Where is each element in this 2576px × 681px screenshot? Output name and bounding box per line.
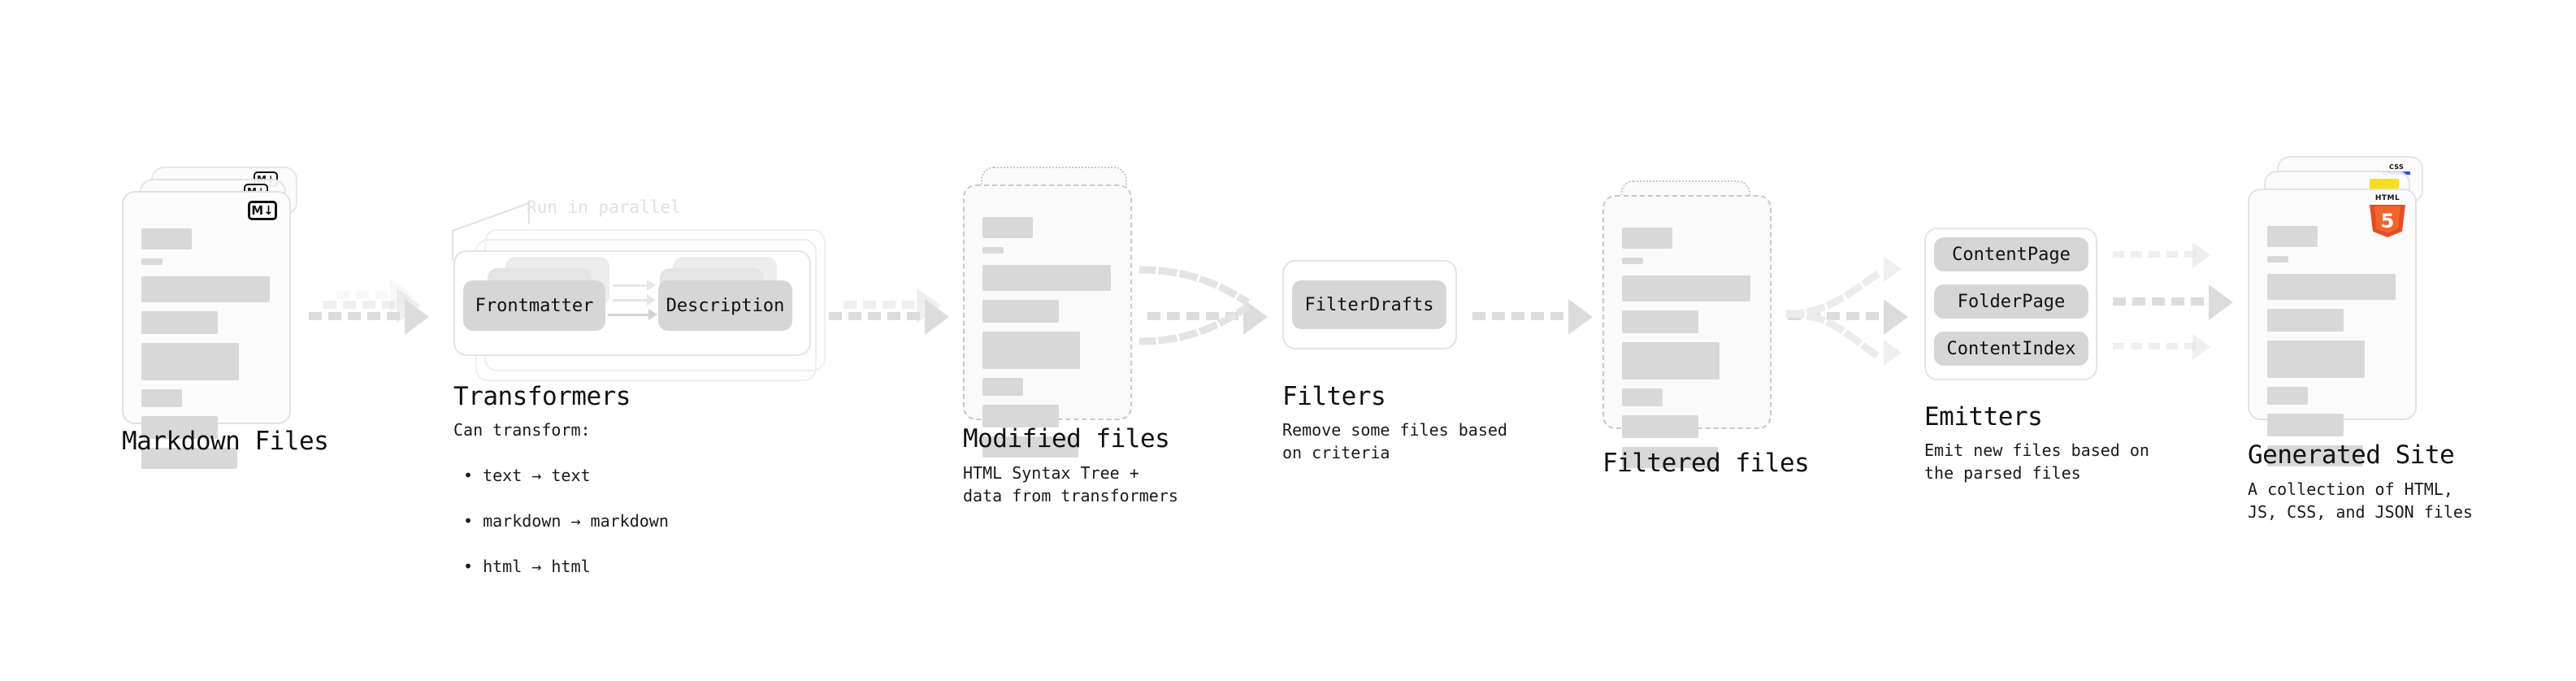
markdown-files-title: Markdown Files (122, 427, 329, 456)
run-in-parallel-callout (451, 202, 549, 260)
arrow-emitters-to-site-middle (2113, 284, 2251, 349)
html5-icon-number: 5 (2380, 210, 2395, 232)
filters-title: Filters (1282, 382, 1386, 411)
callout-line (452, 202, 530, 260)
arrow-transformers-to-modified (829, 284, 967, 349)
markdown-files-stack: M↓ M↓ M↓ (122, 167, 301, 469)
transformers-bullets: text → text markdown → markdown html → h… (463, 441, 669, 601)
transformers-title: Transformers (453, 382, 631, 411)
transformer-chip-description[interactable]: Description (658, 280, 792, 331)
filtered-content-lines (1622, 228, 1752, 477)
transformer-chip-frontmatter[interactable]: Frontmatter (463, 280, 605, 331)
html5-icon: HTML 5 (2370, 195, 2405, 237)
arrow-filters-to-filtered (1472, 284, 1611, 349)
filtered-files-title: Filtered files (1602, 449, 1810, 478)
emitter-chip-folderpage[interactable]: FolderPage (1934, 284, 2088, 319)
transformer-flow-arrow-3 (613, 280, 658, 291)
arrow-filtered-to-emitter-bottom (1869, 340, 1918, 375)
transformers-caption: Can transform: (453, 420, 591, 440)
arrow-emitters-to-site-top (2113, 240, 2235, 275)
emitters-title: Emitters (1924, 402, 2043, 432)
arrow-modified-converge-lines (1137, 258, 1269, 356)
modified-files-title: Modified files (963, 424, 1170, 453)
css-icon-label: CSS (2388, 163, 2405, 171)
modified-files-stack (963, 167, 1142, 458)
converge-paths (1137, 266, 1251, 345)
generated-site-stack: CSS HTML 5 (2248, 156, 2435, 466)
arrow-filtered-to-emitter-top (1869, 256, 1918, 292)
filters-caption: Remove some files based on criteria (1282, 420, 1507, 462)
emitters-caption: Emit new files based on the parsed files (1924, 440, 2149, 483)
transformer-bullet-1: markdown → markdown (463, 510, 669, 532)
transformer-bullet-0: text → text (463, 464, 669, 487)
html5-icon-word: HTML (2374, 194, 2400, 202)
html5-icon-shield-inner (2374, 206, 2400, 233)
generated-site-title: Generated Site (2248, 440, 2455, 470)
run-in-parallel-label: Run in parallel (527, 197, 681, 217)
transformer-flow-arrow-1 (608, 309, 660, 320)
modified-files-caption: HTML Syntax Tree + data from transformer… (963, 463, 1178, 505)
markdown-icon: M↓ (248, 201, 277, 220)
emitter-chip-contentindex[interactable]: ContentIndex (1934, 332, 2088, 366)
filtered-files-stack (1602, 180, 1781, 468)
arrow-markdown-to-transformers (309, 278, 447, 349)
arrow-emitters-to-site-bottom (2113, 332, 2235, 367)
transformer-bullet-2: html → html (463, 555, 669, 578)
generated-site-caption: A collection of HTML, JS, CSS, and JSON … (2248, 479, 2473, 522)
emitter-chip-contentpage[interactable]: ContentPage (1934, 237, 2088, 271)
filter-chip-filterdrafts[interactable]: FilterDrafts (1292, 280, 1446, 329)
diverge-paths (1785, 267, 1886, 363)
transformer-flow-arrow-2 (613, 294, 658, 306)
site-content-lines (2267, 226, 2397, 475)
modified-content-lines (982, 217, 1112, 466)
arrow-filtered-diverge-lines (1785, 236, 1915, 382)
file-content-lines (141, 228, 271, 478)
